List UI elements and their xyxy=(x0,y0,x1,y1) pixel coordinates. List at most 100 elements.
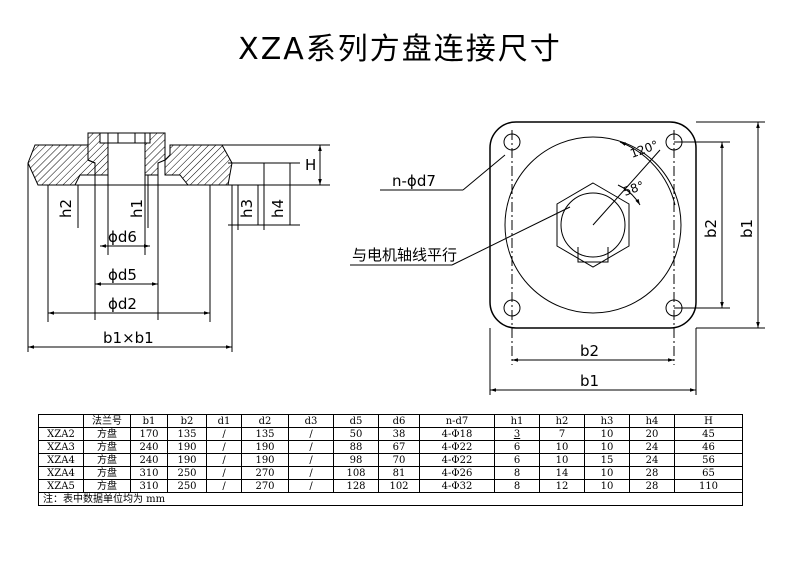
table-cell: XZA2 xyxy=(38,427,84,441)
header-cell: b1 xyxy=(130,414,168,428)
table-cell: 10 xyxy=(539,453,585,467)
table-cell: 67 xyxy=(378,440,420,454)
table-row: XZA3 方盘 240 190 / 190 / 88 67 4-Φ22 6 10… xyxy=(38,440,743,454)
table-cell: XZA4 xyxy=(38,466,84,480)
table-row: XZA2 方盘 170 135 / 135 / 50 38 4-Φ18 3 7 … xyxy=(38,427,743,441)
table-cell: 28 xyxy=(629,479,675,493)
inner-bore-circle xyxy=(560,192,626,258)
table-cell: XZA3 xyxy=(38,440,84,454)
dim-label-d5: ϕd5 xyxy=(108,266,137,284)
table-cell: 270 xyxy=(241,466,289,480)
table-cell: 102 xyxy=(378,479,420,493)
table-cell: 10 xyxy=(584,466,630,480)
table-cell: 190 xyxy=(167,440,207,454)
table-cell: 250 xyxy=(167,479,207,493)
hub-right-section xyxy=(144,132,166,176)
label-angle-120: 120° xyxy=(628,138,660,161)
table-cell: / xyxy=(288,453,334,467)
table-cell: / xyxy=(206,453,242,467)
table-cell: / xyxy=(288,440,334,454)
dim-label-b1-vertical: b1 xyxy=(738,219,756,238)
table-cell: 81 xyxy=(378,466,420,480)
table-cell: 14 xyxy=(539,466,585,480)
hex-bore xyxy=(556,182,630,268)
table-cell: 46 xyxy=(674,440,743,454)
header-cell: d3 xyxy=(288,414,334,428)
dim-label-b1-horizontal: b1 xyxy=(580,372,599,390)
header-cell: H xyxy=(674,414,743,428)
header-cell: d6 xyxy=(378,414,420,428)
dim-label-b1xb1: b1×b1 xyxy=(103,329,154,347)
header-cell: b2 xyxy=(167,414,207,428)
table-cell: 70 xyxy=(378,453,420,467)
header-cell: h1 xyxy=(494,414,540,428)
label-angle-58: 58° xyxy=(621,178,646,198)
dim-label-b2-vertical: b2 xyxy=(702,219,720,238)
table-note: 注：表中数据单位均为 mm xyxy=(38,492,743,506)
table-cell: 190 xyxy=(241,440,289,454)
table-cell: 15 xyxy=(584,453,630,467)
table-cell: 38 xyxy=(378,427,420,441)
dim-label-b2-horizontal: b2 xyxy=(580,342,599,360)
table-cell: 3 xyxy=(494,427,540,441)
table-cell: / xyxy=(206,427,242,441)
table-cell: 28 xyxy=(629,466,675,480)
side-section-view xyxy=(27,132,330,352)
header-cell: d1 xyxy=(206,414,242,428)
table-cell: 88 xyxy=(333,440,379,454)
table-cell: / xyxy=(206,440,242,454)
table-cell: 45 xyxy=(674,427,743,441)
table-cell: 270 xyxy=(241,479,289,493)
table-note-row: 注：表中数据单位均为 mm xyxy=(38,492,743,506)
table-cell: 128 xyxy=(333,479,379,493)
table-cell: 10 xyxy=(539,440,585,454)
table-cell: 4-Φ22 xyxy=(419,453,495,467)
table-cell: 56 xyxy=(674,453,743,467)
dim-label-d2: ϕd2 xyxy=(108,295,137,313)
table-cell: 方盘 xyxy=(83,466,131,480)
table-cell: XZA5 xyxy=(38,479,84,493)
table-cell: 方盘 xyxy=(83,440,131,454)
header-cell: h2 xyxy=(539,414,585,428)
table-cell: 方盘 xyxy=(83,479,131,493)
dim-label-h3: h3 xyxy=(238,199,256,218)
table-cell: 12 xyxy=(539,479,585,493)
table-cell: 135 xyxy=(241,427,289,441)
table-cell: / xyxy=(288,427,334,441)
flange-left-section xyxy=(27,144,96,186)
table-cell: 4-Φ22 xyxy=(419,440,495,454)
table-cell: 310 xyxy=(130,466,168,480)
header-cell: d2 xyxy=(241,414,289,428)
table-row: XZA4 方盘 310 250 / 270 / 108 81 4-Φ26 8 1… xyxy=(38,466,743,480)
table-cell: XZA4 xyxy=(38,453,84,467)
dim-label-H: H xyxy=(305,156,316,174)
table-cell: 24 xyxy=(629,440,675,454)
table-cell: / xyxy=(206,466,242,480)
table-cell: 310 xyxy=(130,479,168,493)
label-parallel-motor-axis: 与电机轴线平行 xyxy=(352,246,457,264)
table-cell: 190 xyxy=(241,453,289,467)
dim-label-d6: ϕd6 xyxy=(108,228,137,246)
table-cell: 方盘 xyxy=(83,453,131,467)
table-cell: 135 xyxy=(167,427,207,441)
table-cell: 240 xyxy=(130,440,168,454)
dimension-table: 法兰号 b1 b2 d1 d2 d3 d5 d6 n-d7 h1 h2 h3 h… xyxy=(38,414,743,506)
dim-label-h4: h4 xyxy=(269,199,287,218)
table-cell: 8 xyxy=(494,466,540,480)
table-header-row: 法兰号 b1 b2 d1 d2 d3 d5 d6 n-d7 h1 h2 h3 h… xyxy=(38,414,743,428)
table-cell: 7 xyxy=(539,427,585,441)
header-cell xyxy=(38,414,84,428)
table-cell: 190 xyxy=(167,453,207,467)
dim-label-h1: h1 xyxy=(128,199,146,218)
table-cell: 98 xyxy=(333,453,379,467)
table-cell: 240 xyxy=(130,453,168,467)
drawing-title: XZA系列方盘连接尺寸 xyxy=(238,32,562,67)
table-cell: 4-Φ32 xyxy=(419,479,495,493)
header-cell: n-d7 xyxy=(419,414,495,428)
table-cell: 8 xyxy=(494,479,540,493)
table-cell: 65 xyxy=(674,466,743,480)
table-row: XZA5 方盘 310 250 / 270 / 128 102 4-Φ32 8 … xyxy=(38,479,743,493)
table-cell: 170 xyxy=(130,427,168,441)
table-cell: / xyxy=(206,479,242,493)
